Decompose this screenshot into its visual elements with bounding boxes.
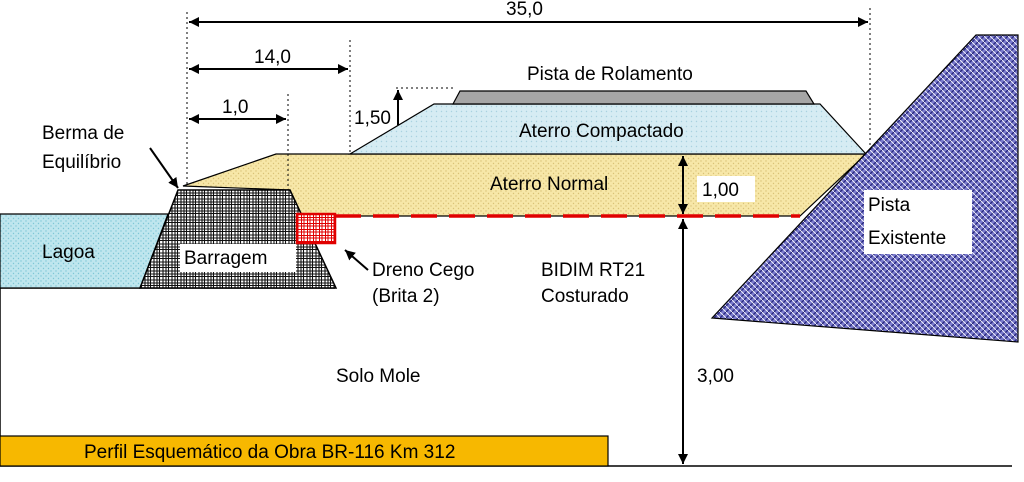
reference-lines: [186, 8, 871, 190]
aterro-normal-label: Aterro Normal: [490, 174, 608, 195]
aterro-compactado-area: [347, 103, 868, 155]
berma-pointer: [149, 147, 179, 189]
lagoa-label: Lagoa: [42, 242, 95, 263]
pista-existente-label-line2: Existente: [868, 228, 946, 249]
dim-1-label: 1,0: [222, 97, 248, 118]
dim-100-label: 1,00: [702, 180, 739, 201]
dim-14-label: 14,0: [254, 47, 291, 68]
dim-35-label: 35,0: [506, 0, 543, 20]
caption-box: [0, 435, 609, 467]
barragem-label: Barragem: [184, 248, 267, 269]
dreno-pointer: [344, 249, 369, 271]
dimension-arrows: [149, 17, 868, 464]
dreno-label-line1: Dreno Cego: [372, 260, 474, 281]
pista-existente-label-bg: [864, 190, 972, 254]
solo-mole-label: Solo Mole: [336, 366, 421, 387]
pista-existente-area: [710, 34, 1019, 343]
berma-label-line1: Berma de: [42, 123, 124, 144]
barragem-label-bg: [180, 244, 296, 272]
dim-100-label-bg: [697, 176, 755, 202]
dreno-label-line2: (Brita 2): [372, 286, 440, 307]
bidim-label-line1: BIDIM RT21: [541, 260, 645, 281]
dim-150-label: 1,50: [354, 108, 391, 129]
pista-existente-label-line1: Pista: [868, 195, 911, 216]
bidim-label-line2: Costurado: [541, 286, 629, 307]
solo-mole-outline: [0, 288, 1012, 467]
dreno-cego-box: [295, 212, 337, 245]
dim-300-label: 3,00: [697, 366, 734, 387]
caption-text: Perfil Esquemático da Obra BR-116 Km 312: [84, 442, 455, 463]
berma-label-line2: Equilíbrio: [42, 152, 121, 173]
aterro-compactado-label: Aterro Compactado: [519, 121, 684, 142]
pista-rolamento-area: [451, 90, 816, 105]
pista-rolamento-label: Pista de Rolamento: [527, 64, 693, 85]
